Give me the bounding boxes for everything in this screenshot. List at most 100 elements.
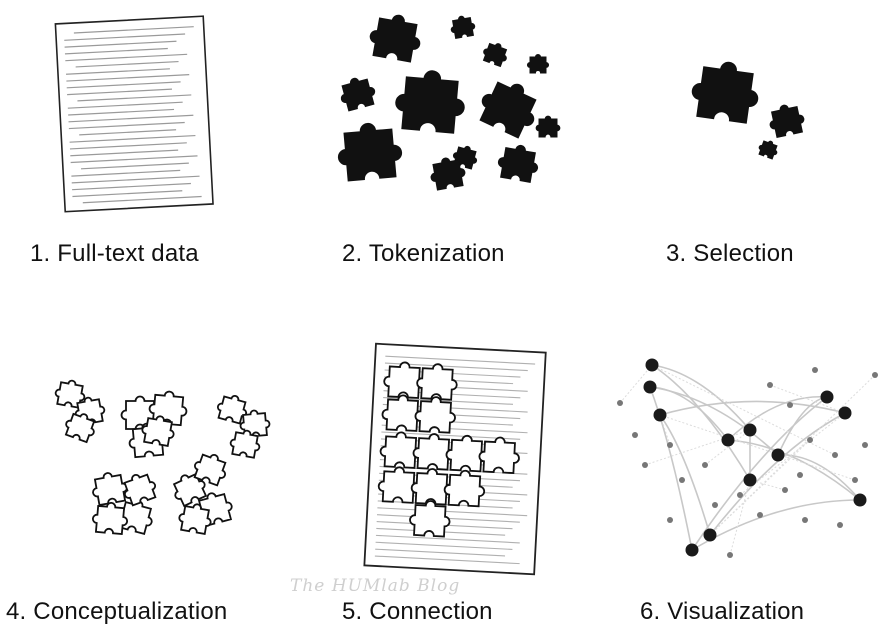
puzzle-piece-icon (381, 394, 423, 432)
puzzle-cluster-icon (337, 14, 561, 191)
puzzle-piece-icon (369, 14, 421, 63)
puzzle-piece-icon (479, 81, 537, 139)
network-node (787, 402, 793, 408)
network-node (645, 358, 659, 372)
network-node (771, 448, 785, 462)
puzzle-piece-icon (64, 412, 96, 444)
network-node (852, 477, 858, 483)
puzzle-piece-icon (414, 396, 456, 434)
network-node (727, 552, 733, 558)
network-node (737, 492, 743, 498)
puzzle-piece-icon (340, 77, 376, 112)
network-edge (777, 454, 861, 501)
network-node (872, 372, 878, 378)
puzzle-piece-icon (172, 472, 208, 508)
puzzle-piece-icon (92, 502, 128, 536)
network-node (703, 528, 717, 542)
puzzle-outline-groups-icon (54, 379, 271, 536)
network-node (679, 477, 685, 483)
puzzle-piece-icon (395, 70, 465, 134)
step-4-label: 4. Conceptualization (6, 598, 228, 625)
network-node (832, 452, 838, 458)
network-node (702, 462, 708, 468)
puzzle-selection-icon (691, 61, 805, 160)
puzzle-piece-icon (416, 363, 458, 401)
network-edge (709, 412, 846, 536)
step-3-label: 3. Selection (666, 240, 794, 267)
puzzle-piece-icon (92, 472, 128, 507)
network-edge (659, 400, 846, 416)
puzzle-piece-icon (383, 361, 425, 399)
puzzle-piece-icon (229, 429, 261, 459)
network-node (721, 433, 735, 447)
watermark: The HUMlab Blog (290, 576, 461, 596)
network-node (838, 406, 852, 420)
network-node (812, 367, 818, 373)
network-node (667, 517, 673, 523)
network-node (667, 442, 673, 448)
network-node (617, 400, 623, 406)
puzzle-piece-icon (445, 434, 487, 473)
network-edge (729, 479, 751, 556)
network-edge (691, 396, 828, 551)
network-node (632, 432, 638, 438)
puzzle-piece-icon (527, 54, 549, 74)
network-edge (619, 364, 653, 404)
network-node (837, 522, 843, 528)
network-node (782, 487, 788, 493)
puzzle-piece-icon (691, 61, 759, 124)
network-node (807, 437, 813, 443)
puzzle-piece-icon (443, 469, 486, 508)
network-edge (727, 395, 828, 441)
network-node (653, 408, 667, 422)
puzzle-piece-icon (410, 468, 453, 506)
puzzle-piece-icon (409, 500, 451, 538)
network-node (685, 543, 699, 557)
network-node (757, 512, 763, 518)
network-edge (727, 439, 861, 501)
puzzle-piece-icon (430, 157, 466, 191)
step-5-label: 5. Connection (342, 598, 493, 625)
puzzle-piece-icon (141, 415, 175, 447)
puzzle-piece-icon (216, 394, 248, 425)
network-node (797, 472, 803, 478)
step-6-label: 6. Visualization (640, 598, 805, 625)
network-edge (659, 414, 671, 446)
step-1-label: 1. Full-text data (30, 240, 199, 267)
document-with-puzzle-icon (363, 342, 547, 576)
puzzle-piece-icon (478, 436, 520, 475)
network-edge (769, 384, 846, 414)
puzzle-piece-icon (535, 115, 561, 138)
network-edge (649, 386, 779, 456)
puzzle-piece-icon (497, 144, 539, 183)
network-edge (777, 396, 828, 456)
puzzle-piece-icon (193, 453, 227, 487)
network-node (853, 493, 867, 507)
puzzle-piece-icon (412, 433, 454, 471)
puzzle-piece-icon (758, 140, 778, 160)
puzzle-piece-icon (450, 15, 476, 40)
network-node (743, 423, 757, 437)
puzzle-piece-icon (178, 503, 212, 535)
network-graph-icon (617, 358, 878, 558)
puzzle-piece-icon (482, 42, 508, 68)
puzzle-piece-icon (123, 473, 157, 507)
puzzle-piece-icon (377, 466, 420, 504)
puzzle-piece-icon (769, 104, 805, 139)
network-node (820, 390, 834, 404)
network-edge (709, 439, 811, 536)
puzzle-piece-icon (337, 122, 403, 182)
network-node (643, 380, 657, 394)
network-node (802, 517, 808, 523)
network-edge (659, 414, 711, 536)
network-edge (651, 364, 836, 456)
document-icon (54, 15, 214, 213)
step-2-label: 2. Tokenization (342, 240, 505, 267)
network-edge (651, 364, 751, 481)
network-edge (649, 386, 693, 551)
network-node (862, 442, 868, 448)
network-node (712, 502, 718, 508)
network-node (743, 473, 757, 487)
network-edge (651, 364, 751, 431)
puzzle-piece-icon (379, 431, 421, 469)
